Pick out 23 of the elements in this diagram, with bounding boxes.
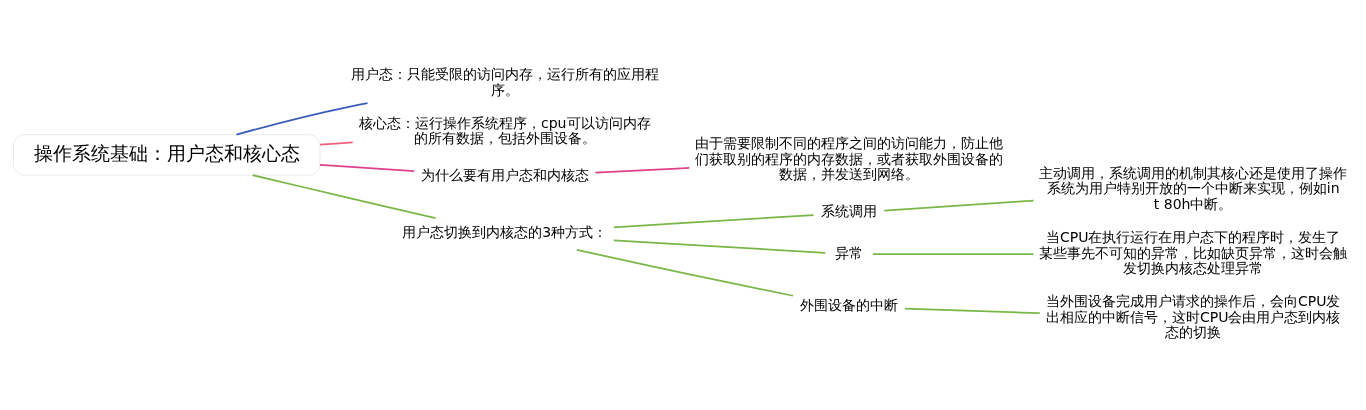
node-text: 用户态切换到内核态的3种方式：	[402, 224, 608, 241]
connector	[871, 253, 1035, 256]
node-text: 用户态：只能受限的访问内存，运行所有的应用程序。	[350, 66, 659, 99]
node-text: 系统调用	[820, 203, 877, 220]
node-text: 主动调用，系统调用的机制其核心还是使用了操作系统为用户特别开放的一个中断来实现，例如int 80h中断。	[1039, 164, 1348, 213]
connector	[575, 248, 794, 297]
node-text: 当CPU在执行运行在用户态下的程序时，发生了某些事先不可知的异常，比如缺页异常，这时会触发切换内核态处理异常	[1039, 228, 1348, 277]
connector	[612, 214, 815, 229]
connector	[883, 199, 1035, 212]
node-box: 操作系统基础：用户态和核心态	[13, 134, 321, 176]
connector	[903, 307, 1041, 315]
connector	[594, 167, 691, 174]
node-text: 核心态：运行操作系统程序，cpu可以访问内存的所有数据，包括外围设备。	[359, 114, 651, 147]
node-text: 异常	[834, 244, 863, 261]
connector	[251, 174, 437, 220]
connector	[612, 239, 827, 254]
node-text: 外围设备的中断	[799, 297, 898, 314]
node-text: 由于需要限制不同的程序之间的访问能力，防止他们获取别的程序的内存数据，或者获取外围设备的数据，并发送到网络。	[694, 134, 1003, 183]
node-text: 当外围设备完成用户请求的操作后，会向CPU发出相应的中断信号，这时CPU会由用户态到内核态的切换	[1045, 292, 1341, 341]
connector	[319, 164, 416, 172]
connector	[319, 141, 354, 146]
connector	[235, 102, 369, 136]
node-text: 为什么要有用户态和内核态	[420, 167, 589, 184]
